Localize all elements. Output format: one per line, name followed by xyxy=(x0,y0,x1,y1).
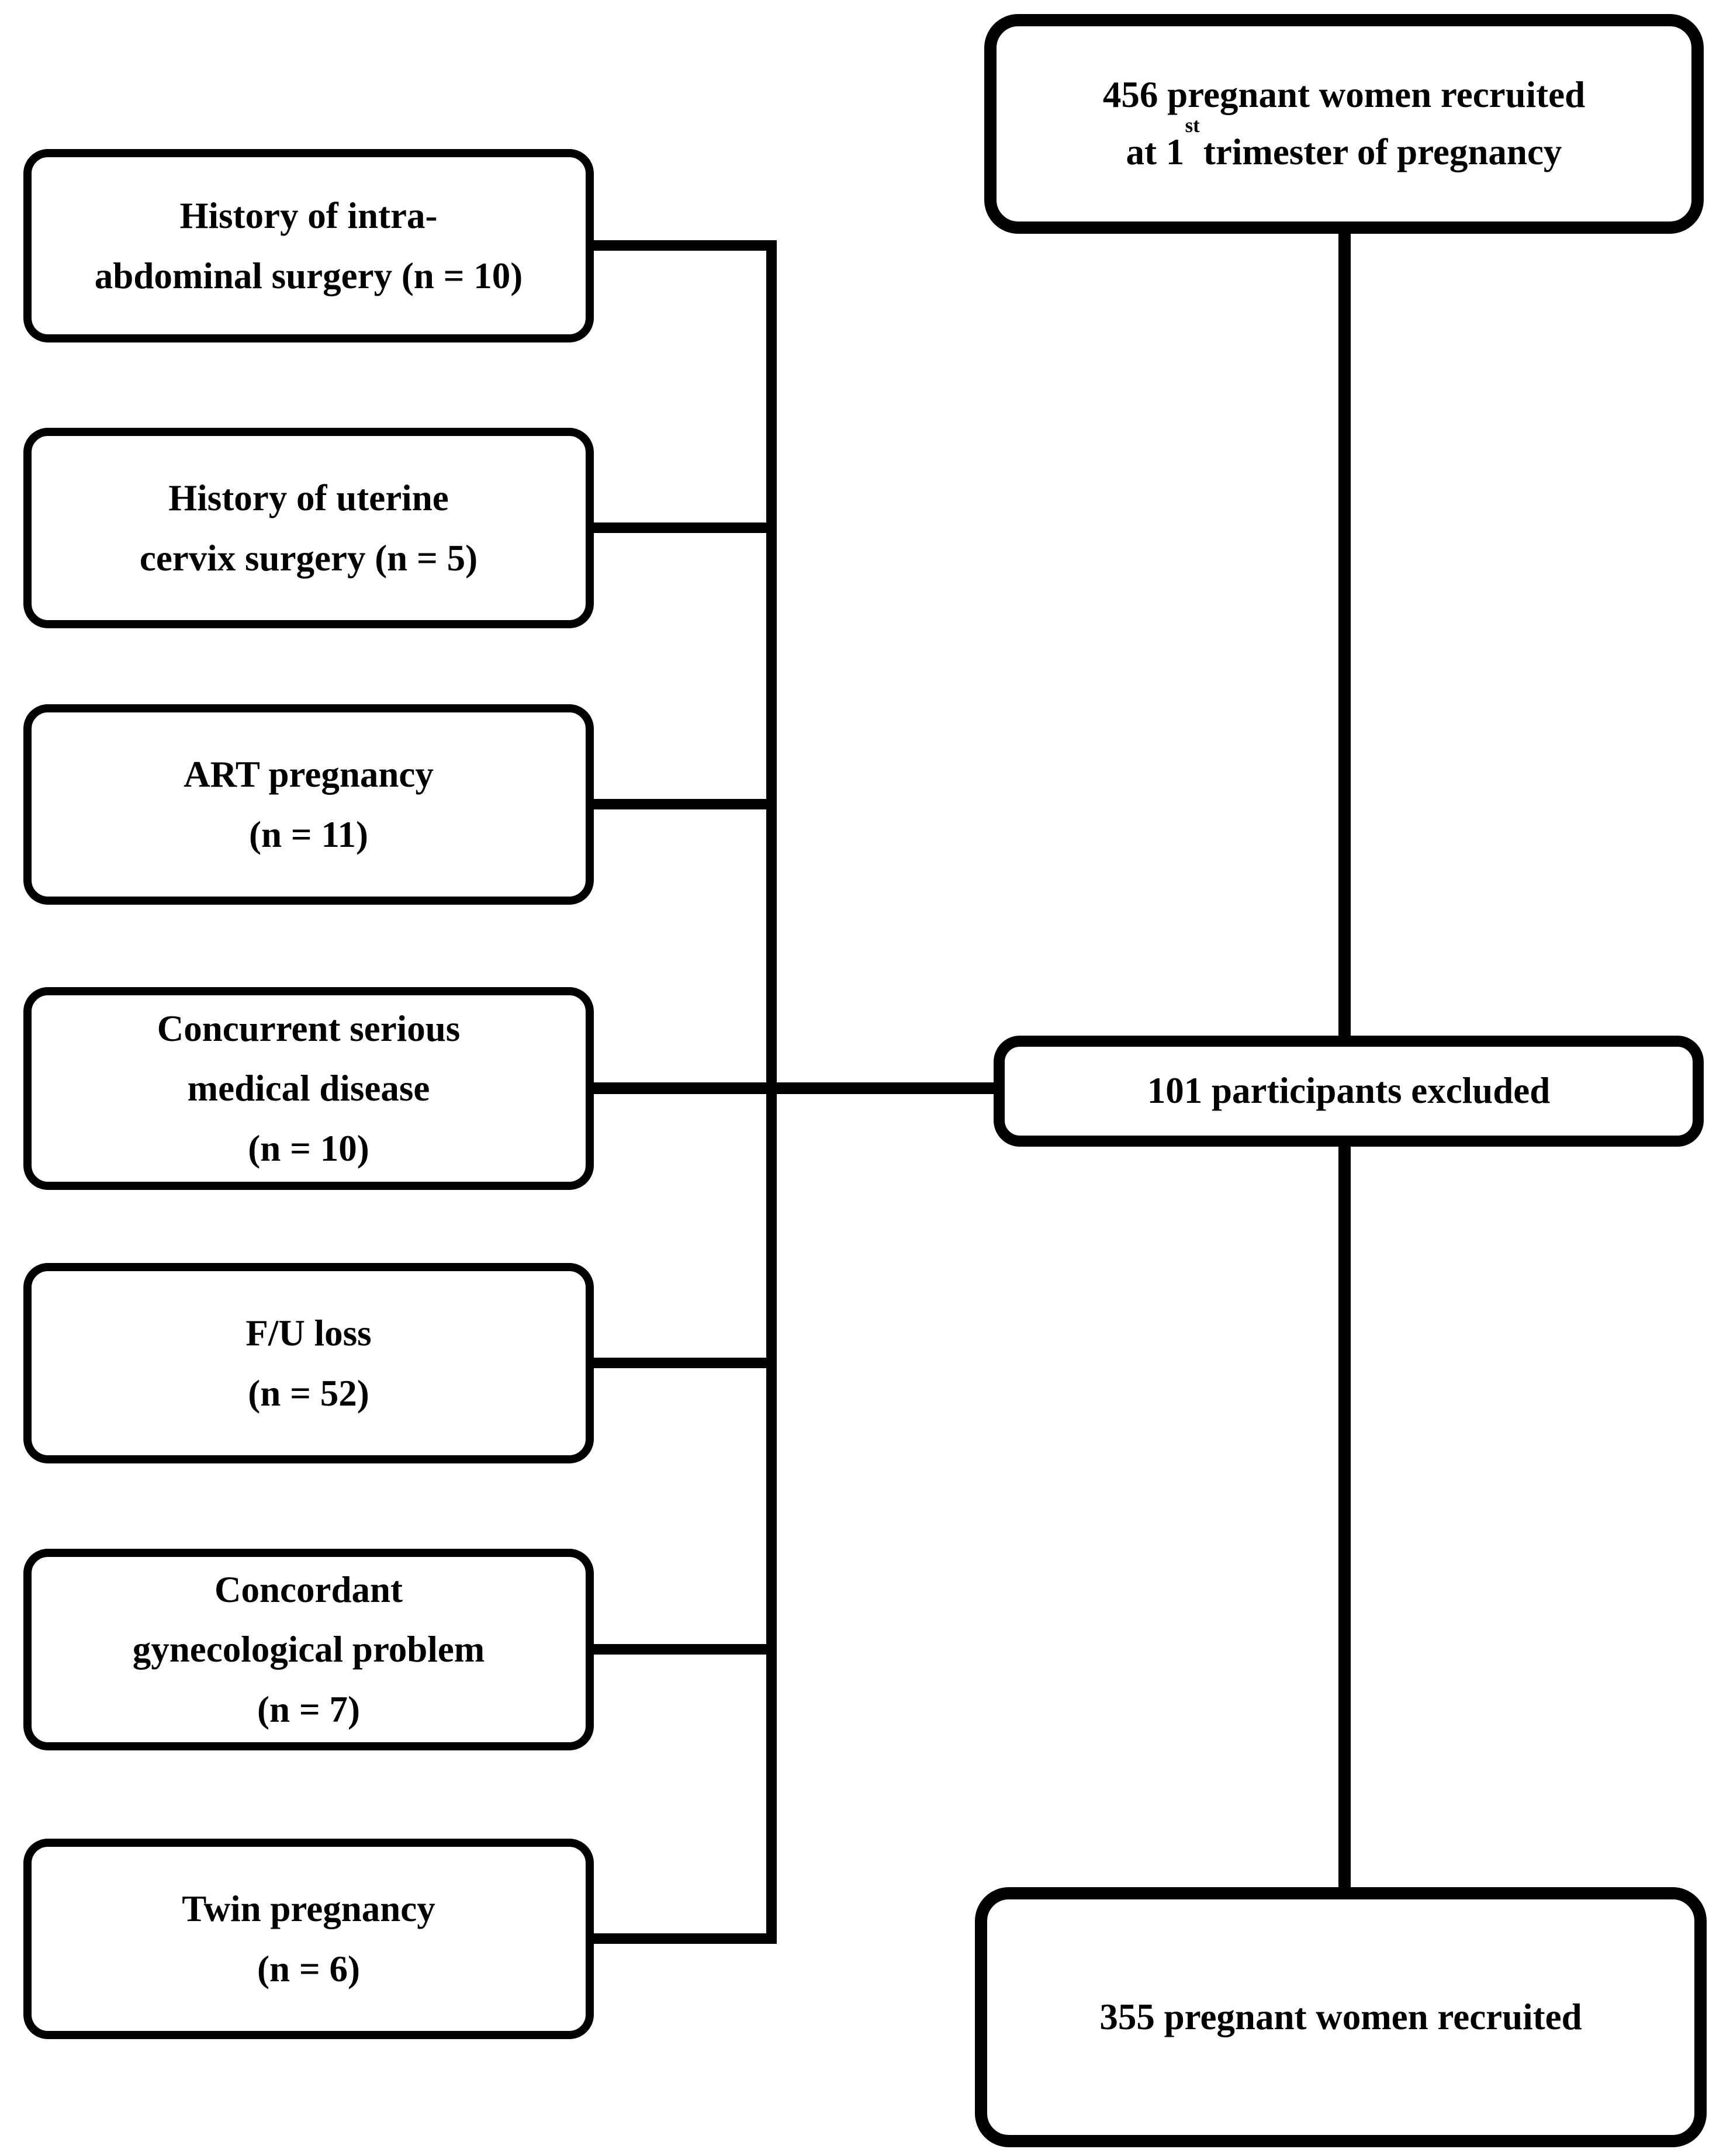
exclusion-box-line: (n = 11) xyxy=(249,814,368,855)
exclusion-box-medical-disease: Concurrent serious medical disease (n = … xyxy=(23,987,594,1190)
participants-excluded-text: 101 participants excluded xyxy=(1147,1070,1551,1112)
connector-box7 xyxy=(594,1933,777,1944)
connector-box6 xyxy=(594,1644,777,1655)
exclusion-box-line: medical disease xyxy=(187,1068,430,1109)
ordinal-superscript: st xyxy=(1185,114,1200,137)
recruited-start-box: 456 pregnant women recruited at 1sttrime… xyxy=(984,14,1704,234)
exclusion-box-fu-loss: F/U loss (n = 52) xyxy=(23,1263,594,1463)
connector-box2 xyxy=(594,522,777,533)
exclusion-box-gynecological-problem: Concordant gynecological problem (n = 7) xyxy=(23,1549,594,1750)
exclusion-box-uterine-cervix-surgery: History of uterine cervix surgery (n = 5… xyxy=(23,428,594,628)
exclusion-box-twin-pregnancy: Twin pregnancy (n = 6) xyxy=(23,1839,594,2039)
exclusion-box-line: Concordant xyxy=(214,1569,403,1611)
exclusion-box-line: abdominal surgery (n = 10) xyxy=(94,255,523,296)
recruited-start-line2: at 1sttrimester of pregnancy xyxy=(1126,115,1562,181)
exclusion-box-line: cervix surgery (n = 5) xyxy=(139,537,478,579)
exclusion-box-line: History of intra- xyxy=(179,195,438,237)
recruited-final-box: 355 pregnant women recruited xyxy=(975,1887,1707,2147)
participants-excluded-box: 101 participants excluded xyxy=(994,1036,1704,1147)
connector-box4-to-excluded xyxy=(594,1082,997,1094)
connector-box1 xyxy=(594,240,777,251)
connector-box5 xyxy=(594,1358,777,1368)
connector-box3 xyxy=(594,799,777,809)
exclusion-box-line: ART pregnancy xyxy=(184,754,434,795)
trimester-suffix: trimester of pregnancy xyxy=(1203,131,1562,172)
trimester-prefix: at 1 xyxy=(1126,131,1185,172)
exclusion-box-line: History of uterine xyxy=(168,477,449,519)
exclusion-box-line: (n = 10) xyxy=(248,1127,369,1169)
exclusion-box-line: (n = 7) xyxy=(257,1688,360,1730)
exclusion-box-line: (n = 52) xyxy=(248,1372,369,1414)
exclusion-box-line: Twin pregnancy xyxy=(182,1888,435,1930)
exclusion-box-line: Concurrent serious xyxy=(157,1008,461,1050)
recruited-start-line1: 456 pregnant women recruited xyxy=(1102,74,1586,116)
recruited-final-text: 355 pregnant women recruited xyxy=(1099,1996,1582,2037)
exclusion-box-line: F/U loss xyxy=(245,1313,372,1354)
exclusion-box-intra-abdominal-surgery: History of intra- abdominal surgery (n =… xyxy=(23,149,594,342)
exclusion-box-line: (n = 6) xyxy=(257,1948,360,1989)
exclusion-box-line: gynecological problem xyxy=(132,1629,485,1670)
exclusion-box-art-pregnancy: ART pregnancy (n = 11) xyxy=(23,704,594,905)
